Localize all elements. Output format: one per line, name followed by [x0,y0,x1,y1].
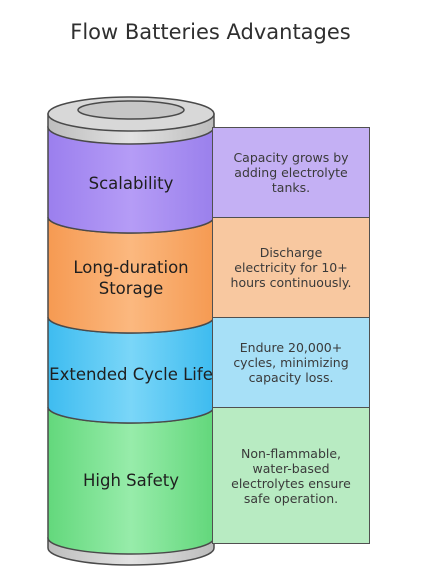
extended-cycle-life-description: Endure 20,000+ cycles, minimizing capaci… [212,317,370,408]
scalability-description: Capacity grows by adding electrolyte tan… [212,127,370,218]
diagram-title: Flow Batteries Advantages [70,20,351,44]
segment-scalability [47,126,215,234]
high-safety-description: Non-flammable, water-based electrolytes … [212,407,370,544]
battery-terminal [77,100,185,120]
long-duration-storage-label: Long-duration Storage [73,258,189,298]
long-duration-storage-description: Discharge electricity for 10+ hours cont… [212,217,370,318]
high-safety-label: High Safety [83,470,179,490]
extended-cycle-life-label: Extended Cycle Life [49,364,213,384]
scalability-label: Scalability [88,173,174,193]
